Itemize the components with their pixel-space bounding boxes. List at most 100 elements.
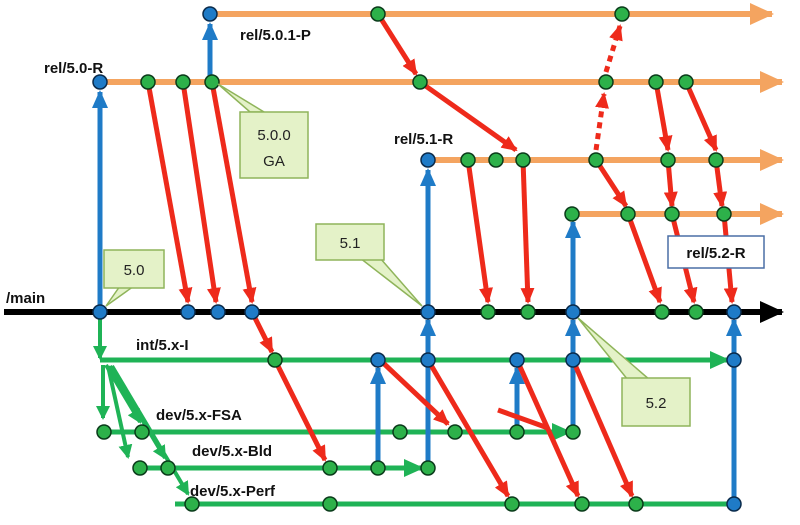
node-blue[interactable] bbox=[92, 304, 108, 320]
rel-50-r-label: rel/5.0-R bbox=[44, 60, 103, 77]
node-green[interactable] bbox=[160, 460, 176, 476]
node-green[interactable] bbox=[588, 152, 604, 168]
node-green[interactable] bbox=[574, 496, 590, 512]
node-green[interactable] bbox=[447, 424, 463, 440]
merge-int-to-bld bbox=[272, 358, 328, 462]
node-blue[interactable] bbox=[509, 352, 525, 368]
node-green[interactable] bbox=[140, 74, 156, 90]
callout-50: 5.0 bbox=[103, 249, 165, 307]
merge-rel50-to-rel51 bbox=[418, 79, 518, 153]
node-green[interactable] bbox=[370, 460, 386, 476]
node-green[interactable] bbox=[598, 74, 614, 90]
merge-arrows bbox=[145, 12, 738, 498]
merge-dotted-rel50-to-rel501 bbox=[603, 24, 623, 73]
merge-rel50-to-main-a bbox=[145, 81, 193, 304]
callout-500-ga: 5.0.0 GA bbox=[217, 83, 309, 179]
node-blue[interactable] bbox=[565, 352, 581, 368]
node-green[interactable] bbox=[267, 352, 283, 368]
merge-rel51-to-main-a bbox=[465, 159, 493, 304]
dev-5x-perf-label: dev/5.x-Perf bbox=[190, 483, 276, 500]
nodes bbox=[92, 6, 742, 512]
merge-int-to-perf-a bbox=[425, 358, 511, 498]
node-blue[interactable] bbox=[210, 304, 226, 320]
node-blue[interactable] bbox=[420, 304, 436, 320]
node-blue[interactable] bbox=[726, 496, 742, 512]
callout-51: 5.1 bbox=[315, 223, 423, 307]
callout-51-label: 5.1 bbox=[340, 235, 361, 252]
node-green[interactable] bbox=[175, 74, 191, 90]
merge-rel51-to-main-b bbox=[520, 159, 535, 304]
rel-501-p-label: rel/5.0.1-P bbox=[240, 27, 311, 44]
rel-51-r-label: rel/5.1-R bbox=[394, 131, 453, 148]
dev-5x-bld-label: dev/5.x-Bld bbox=[192, 443, 272, 460]
rel-52-r-label: rel/5.2-R bbox=[686, 245, 745, 262]
callout-52-label: 5.2 bbox=[646, 395, 667, 412]
node-green[interactable] bbox=[515, 152, 531, 168]
node-green[interactable] bbox=[412, 74, 428, 90]
node-blue[interactable] bbox=[92, 74, 108, 90]
node-green[interactable] bbox=[565, 424, 581, 440]
fan-to-perf bbox=[110, 364, 190, 496]
node-green[interactable] bbox=[322, 460, 338, 476]
node-blue[interactable] bbox=[726, 352, 742, 368]
node-green[interactable] bbox=[370, 6, 386, 22]
rel-52-r-label-box: rel/5.2-R bbox=[667, 235, 765, 269]
node-green[interactable] bbox=[504, 496, 520, 512]
node-green[interactable] bbox=[664, 206, 680, 222]
merge-rel50-to-main-c bbox=[209, 81, 257, 304]
node-green[interactable] bbox=[654, 304, 670, 320]
callout-500-line2: GA bbox=[263, 153, 285, 170]
merge-rel52-to-main-a bbox=[625, 213, 663, 304]
node-blue[interactable] bbox=[202, 6, 218, 22]
int-5x-i-label: int/5.x-I bbox=[136, 337, 189, 354]
node-green[interactable] bbox=[460, 152, 476, 168]
node-green[interactable] bbox=[480, 304, 496, 320]
dev-5x-fsa-label: dev/5.x-FSA bbox=[156, 407, 242, 424]
node-green[interactable] bbox=[660, 152, 676, 168]
node-blue[interactable] bbox=[565, 304, 581, 320]
node-blue[interactable] bbox=[726, 304, 742, 320]
merge-rel50-to-rel51-c bbox=[683, 80, 719, 152]
fan-to-bld-a bbox=[106, 365, 133, 459]
merge-rel51-to-rel52 bbox=[593, 158, 629, 208]
node-green[interactable] bbox=[708, 152, 724, 168]
node-blue[interactable] bbox=[180, 304, 196, 320]
node-green[interactable] bbox=[132, 460, 148, 476]
branch-arrows bbox=[92, 22, 742, 504]
node-green[interactable] bbox=[420, 460, 436, 476]
merge-int-to-fsa bbox=[378, 358, 450, 426]
node-green[interactable] bbox=[716, 206, 732, 222]
merge-rel50-to-rel51-b bbox=[653, 81, 673, 152]
node-green[interactable] bbox=[134, 424, 150, 440]
node-green[interactable] bbox=[678, 74, 694, 90]
node-green[interactable] bbox=[520, 304, 536, 320]
merge-dotted-rel51-to-rel50 bbox=[593, 92, 609, 151]
node-green[interactable] bbox=[204, 74, 220, 90]
node-green[interactable] bbox=[648, 74, 664, 90]
node-green[interactable] bbox=[564, 206, 580, 222]
node-green[interactable] bbox=[620, 206, 636, 222]
node-blue[interactable] bbox=[420, 352, 436, 368]
main-label: /main bbox=[6, 290, 45, 307]
node-green[interactable] bbox=[96, 424, 112, 440]
release-lines bbox=[100, 3, 784, 225]
merge-int-to-perf-c bbox=[570, 359, 635, 498]
merge-rel50-to-main-b bbox=[180, 81, 221, 304]
callout-52: 5.2 bbox=[577, 317, 691, 427]
node-green[interactable] bbox=[488, 152, 504, 168]
node-green[interactable] bbox=[628, 496, 644, 512]
node-blue[interactable] bbox=[420, 152, 436, 168]
node-green[interactable] bbox=[392, 424, 408, 440]
merge-fsa-end bbox=[497, 407, 549, 431]
merge-rel501-to-rel50 bbox=[375, 12, 419, 76]
node-blue[interactable] bbox=[370, 352, 386, 368]
node-green[interactable] bbox=[509, 424, 525, 440]
callout-50-label: 5.0 bbox=[124, 262, 145, 279]
node-green[interactable] bbox=[184, 496, 200, 512]
node-blue[interactable] bbox=[244, 304, 260, 320]
node-green[interactable] bbox=[688, 304, 704, 320]
node-green[interactable] bbox=[322, 496, 338, 512]
node-green[interactable] bbox=[614, 6, 630, 22]
callout-500-line1: 5.0.0 bbox=[257, 127, 290, 144]
